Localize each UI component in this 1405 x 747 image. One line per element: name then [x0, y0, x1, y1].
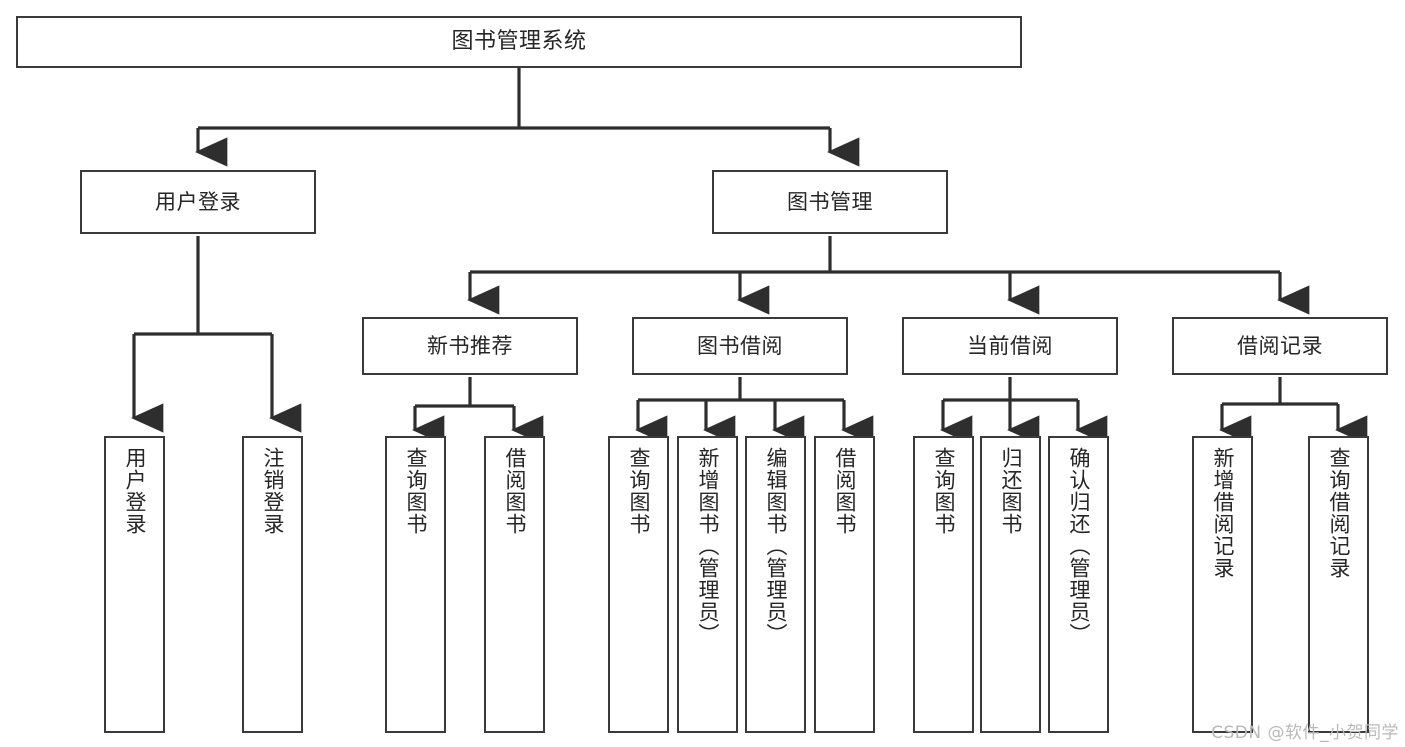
leaf-new-book-borrow-book[interactable]: 借阅图书	[484, 436, 545, 733]
node-book-management[interactable]: 图书管理	[712, 170, 948, 234]
leaf-current-confirm-return-admin-label: 确认归还（管理员）	[1066, 447, 1091, 645]
node-user-login[interactable]: 用户登录	[80, 170, 316, 234]
node-book-borrowing[interactable]: 图书借阅	[632, 317, 848, 375]
node-current-borrowing[interactable]: 当前借阅	[902, 317, 1118, 375]
leaf-user-login-login-label: 用户登录	[122, 447, 147, 535]
node-new-book-recommendation-label: 新书推荐	[427, 333, 513, 358]
leaf-current-return-book-label: 归还图书	[998, 447, 1023, 535]
leaf-user-login-logout-label: 注销登录	[260, 447, 285, 535]
node-borrowing-records-label: 借阅记录	[1237, 333, 1323, 358]
leaf-new-book-borrow-book-label: 借阅图书	[502, 447, 527, 535]
leaf-user-login-logout[interactable]: 注销登录	[242, 436, 303, 733]
leaf-borrow-edit-book-admin-label: 编辑图书（管理员）	[763, 447, 788, 645]
leaf-borrow-add-book-admin[interactable]: 新增图书（管理员）	[677, 436, 738, 733]
leaf-current-return-book[interactable]: 归还图书	[980, 436, 1041, 733]
leaf-current-query-book[interactable]: 查询图书	[913, 436, 974, 733]
node-user-login-label: 用户登录	[155, 189, 241, 214]
node-new-book-recommendation[interactable]: 新书推荐	[362, 317, 578, 375]
leaf-borrow-query-book[interactable]: 查询图书	[608, 436, 669, 733]
csdn-watermark: CSDN @软件_小贺同学	[1211, 723, 1399, 743]
leaf-borrow-add-book-admin-label: 新增图书（管理员）	[695, 447, 720, 645]
leaf-user-login-login[interactable]: 用户登录	[104, 436, 165, 733]
leaf-records-query-record[interactable]: 查询借阅记录	[1308, 436, 1369, 733]
node-book-management-label: 图书管理	[787, 189, 873, 214]
node-current-borrowing-label: 当前借阅	[967, 333, 1053, 358]
node-root-label: 图书管理系统	[451, 29, 587, 55]
node-borrowing-records[interactable]: 借阅记录	[1172, 317, 1388, 375]
leaf-borrow-edit-book-admin[interactable]: 编辑图书（管理员）	[745, 436, 806, 733]
leaf-new-book-query-book-label: 查询图书	[403, 447, 428, 535]
leaf-borrow-query-book-label: 查询图书	[626, 447, 651, 535]
leaf-borrow-borrow-book[interactable]: 借阅图书	[814, 436, 875, 733]
node-book-borrowing-label: 图书借阅	[697, 333, 783, 358]
leaf-records-query-record-label: 查询借阅记录	[1326, 447, 1351, 579]
leaf-current-confirm-return-admin[interactable]: 确认归还（管理员）	[1048, 436, 1109, 733]
leaf-new-book-query-book[interactable]: 查询图书	[385, 436, 446, 733]
leaf-current-query-book-label: 查询图书	[931, 447, 956, 535]
leaf-records-add-record-label: 新增借阅记录	[1210, 447, 1235, 579]
node-root-book-management-system[interactable]: 图书管理系统	[16, 16, 1022, 68]
leaf-records-add-record[interactable]: 新增借阅记录	[1192, 436, 1253, 733]
leaf-borrow-borrow-book-label: 借阅图书	[832, 447, 857, 535]
